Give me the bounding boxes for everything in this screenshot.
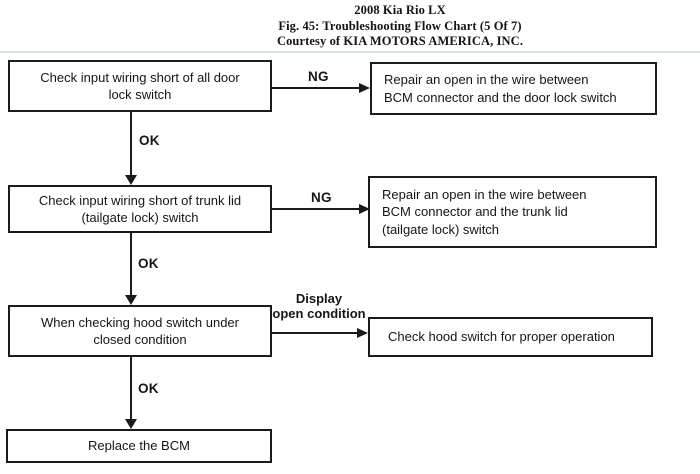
connector-display-line [272, 332, 358, 334]
edge-label-ok1: OK [139, 133, 160, 148]
edge-label-ok3: OK [138, 381, 159, 396]
courtesy-line: Courtesy of KIA MOTORS AMERICA, INC. [276, 34, 524, 48]
flow-box-repair-door-lock-wire: Repair an open in the wire between BCM c… [370, 62, 657, 115]
flow-box-text: Repair an open in the wire between BCM c… [382, 186, 587, 237]
arrow-right-icon [359, 204, 370, 214]
page-header: 2008 Kia Rio LX Fig. 45: Troubleshooting… [100, 3, 700, 50]
arrow-right-icon [357, 328, 368, 338]
flow-box-repair-trunk-lid-wire: Repair an open in the wire between BCM c… [368, 176, 657, 248]
flow-box-text: When checking hood switch under closed c… [40, 314, 239, 348]
flow-box-text: Check input wiring short of trunk lid (t… [38, 192, 242, 226]
connector-ng2-line [272, 208, 360, 210]
flow-box-text: Check hood switch for proper operation [388, 329, 615, 345]
arrow-down-icon [125, 295, 137, 305]
arrow-down-icon [125, 175, 137, 185]
connector-ok1-line [130, 112, 132, 176]
flow-box-text: Check input wiring short of all door loc… [40, 69, 240, 103]
flow-box-replace-bcm: Replace the BCM [6, 429, 272, 463]
flow-box-check-trunk-lid-switch: Check input wiring short of trunk lid (t… [8, 185, 272, 233]
header-divider-line [0, 51, 700, 53]
flow-box-text: Replace the BCM [88, 438, 190, 454]
arrow-right-icon [359, 83, 370, 93]
flow-box-check-door-lock-switch: Check input wiring short of all door loc… [8, 60, 272, 112]
edge-label-ng2: NG [311, 190, 332, 205]
edge-label-line1: Display [295, 291, 343, 306]
edge-label-line2: open condition [272, 306, 366, 321]
edge-label-display-open-condition: Display open condition [258, 291, 380, 321]
connector-ok3-line [130, 357, 132, 420]
document-title: 2008 Kia Rio LX [354, 3, 446, 17]
flow-box-text: Repair an open in the wire between BCM c… [384, 72, 617, 105]
flow-box-check-hood-switch-operation: Check hood switch for proper operation [368, 317, 653, 357]
arrow-down-icon [125, 419, 137, 429]
edge-label-ok2: OK [138, 256, 159, 271]
edge-label-ng1: NG [308, 69, 329, 84]
connector-ng1-line [272, 87, 360, 89]
connector-ok2-line [130, 233, 132, 296]
flow-box-check-hood-switch: When checking hood switch under closed c… [8, 305, 272, 357]
figure-caption: Fig. 45: Troubleshooting Flow Chart (5 O… [278, 18, 522, 33]
